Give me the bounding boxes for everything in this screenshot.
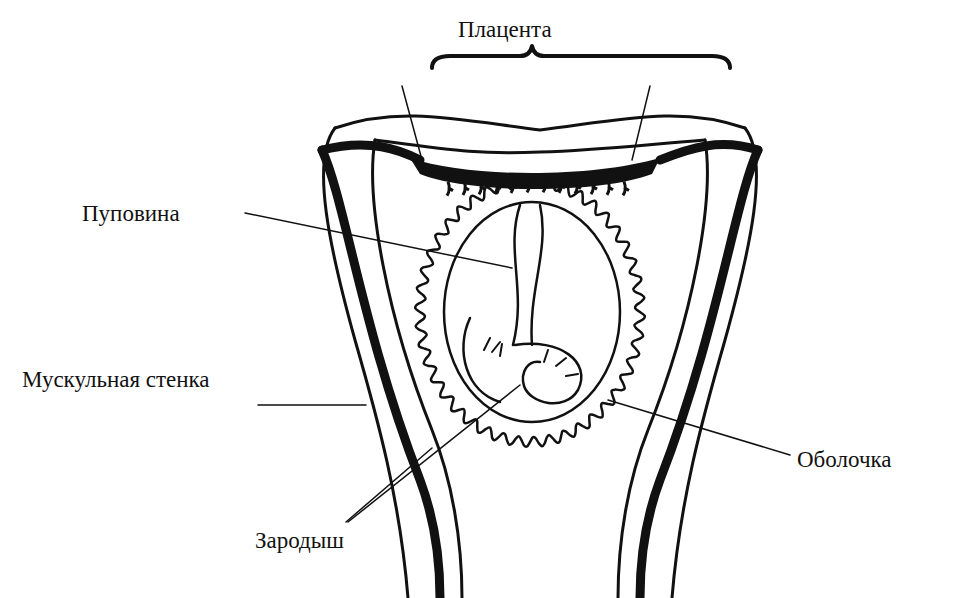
umbilical-cord <box>513 205 520 345</box>
embryo-limb <box>484 338 578 376</box>
villus <box>463 181 469 195</box>
muscle-wall <box>322 145 420 160</box>
inner-wall-line <box>375 140 705 153</box>
leader-line <box>245 213 512 268</box>
leader-line <box>632 86 650 160</box>
villus <box>591 180 597 194</box>
part-label: Плацента <box>458 16 552 43</box>
amnion-membrane <box>444 202 620 422</box>
villus <box>447 182 453 196</box>
leader-line <box>258 404 366 406</box>
placenta-bracket <box>432 46 730 68</box>
muscle-wall <box>640 150 758 598</box>
inner-wall-line <box>373 140 462 598</box>
umbilical-cord <box>532 205 543 345</box>
part-label: Мускульная стенка <box>22 366 210 393</box>
leader-line <box>348 385 520 522</box>
villus <box>607 181 613 195</box>
part-label: Оболочка <box>797 446 892 473</box>
chorion-membrane <box>415 177 645 447</box>
leader-line <box>402 86 422 160</box>
leader-line <box>346 448 432 522</box>
part-label: Зародыш <box>255 527 344 554</box>
muscle-wall <box>660 145 758 160</box>
villus <box>623 181 629 195</box>
outer-wall-line <box>335 116 745 130</box>
part-label: Пуповина <box>82 200 180 227</box>
leader-line <box>608 400 790 455</box>
embryo <box>515 344 581 404</box>
